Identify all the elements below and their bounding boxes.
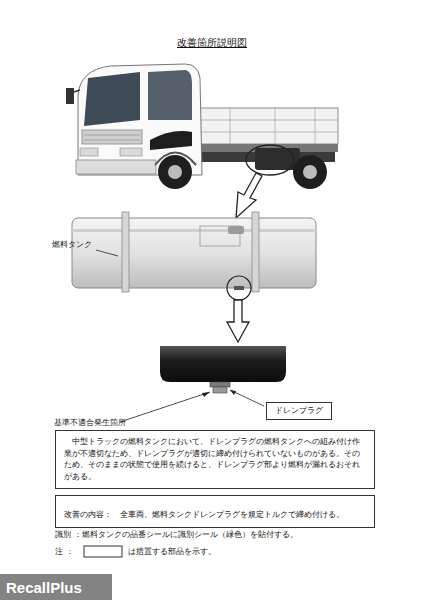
description-text: 中型トラックの燃料タンクにおいて、ドレンプラグの燃料タンクへの組み付け作業が不適…: [64, 436, 366, 482]
leader-arrowhead: [230, 390, 236, 395]
note-text: は措置する部品を示す。: [128, 547, 216, 558]
text-box: ドレンプラグ: [266, 402, 332, 420]
title: 改善箇所説明図: [177, 36, 247, 50]
part-label: 基準不適合発生箇所: [54, 418, 126, 429]
note-text: 注 ：: [55, 547, 74, 558]
truck: [66, 64, 338, 189]
text-box: 中型トラックの燃料タンクにおいて、ドレンプラグの燃料タンクへの組み付け作業が不適…: [55, 430, 375, 489]
note-text: 識別 ：燃料タンクの品番シールに識別シール（緑色）を貼付する。: [55, 530, 298, 541]
pointer-arrow: [236, 173, 262, 218]
leader-line: [120, 392, 210, 422]
pointer-arrow: [227, 300, 249, 342]
leader-line: [230, 390, 264, 406]
part-label: 燃料タンク: [52, 240, 92, 251]
leader-line: [96, 250, 118, 256]
part-label: ドレンプラグ: [275, 405, 323, 417]
leader-arrowhead: [202, 392, 210, 397]
highlight-circle: [227, 276, 251, 300]
tank-bottom-detail: [160, 346, 286, 393]
body-text: 全車両、燃料タンクドレンプラグを規定トルクで締め付ける。: [120, 510, 344, 519]
heading: 改善の内容：: [64, 510, 112, 519]
highlight-ellipse: [246, 145, 294, 175]
note-box: [84, 546, 122, 557]
fuel-tank: [72, 212, 316, 292]
watermark: RecallPlus: [6, 578, 82, 598]
text-box: 改善の内容： 全車両、燃料タンクドレンプラグを規定トルクで締め付ける。: [55, 495, 375, 528]
